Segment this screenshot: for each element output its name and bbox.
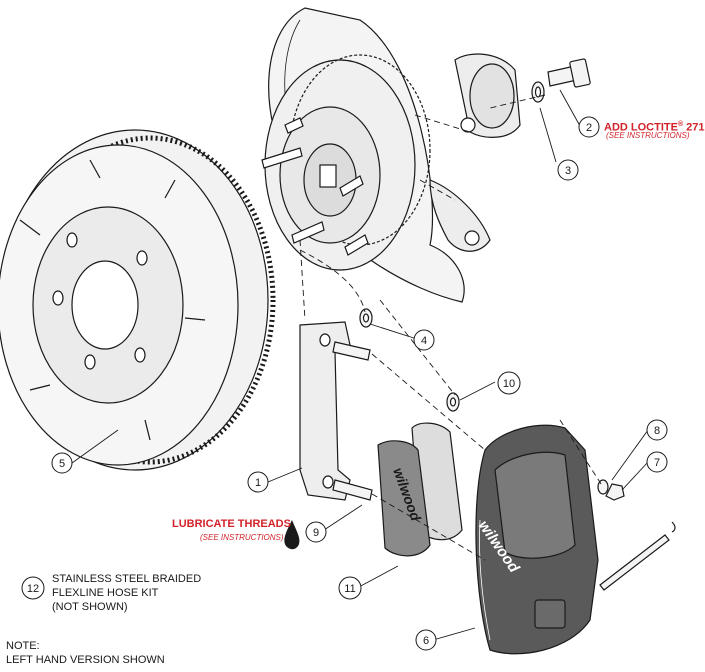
loctite-main-text: ADD LOCTITE — [604, 121, 678, 134]
bracket-bolts — [332, 341, 373, 501]
callout-5-label: 5 — [59, 458, 65, 470]
callout-4-label: 4 — [421, 335, 427, 347]
leader-lines — [71, 89, 649, 641]
callout-10: 10 — [497, 371, 521, 395]
callout-7-label: 7 — [654, 457, 660, 469]
wheel-studs — [261, 117, 369, 256]
callout-12-label: 12 — [27, 583, 39, 595]
washer-4 — [359, 308, 373, 328]
callout-3-label: 3 — [565, 165, 571, 177]
callout-9: 9 — [305, 521, 327, 543]
oil-drop-icon — [284, 520, 300, 550]
callout-7: 7 — [646, 451, 668, 473]
lubricate-see-instructions: (SEE INSTRUCTIONS) — [200, 533, 284, 542]
callout-8-label: 8 — [654, 425, 660, 437]
callout-4: 4 — [413, 329, 435, 351]
hose-kit-line3: (NOT SHOWN) — [52, 601, 128, 613]
callout-9-label: 9 — [313, 527, 319, 539]
registered-mark: ® — [677, 121, 684, 128]
callout-6-label: 6 — [423, 635, 429, 647]
spindle-knuckle — [429, 53, 521, 252]
callout-1: 1 — [247, 471, 269, 493]
callout-12: 12 — [21, 576, 45, 600]
callout-11-label: 11 — [344, 583, 355, 595]
bleeder-nut — [605, 483, 625, 501]
pad-retaining-pin — [599, 521, 676, 591]
hose-kit-line2: FLEXLINE HOSE KIT — [52, 587, 159, 599]
loctite-note: ADD LOCTITE® 271 — [604, 118, 705, 135]
loctite-number: 271 — [683, 121, 705, 134]
brake-caliper: wilwood — [475, 424, 599, 655]
assembly-lines — [299, 94, 604, 561]
note-text: LEFT HAND VERSION SHOWN — [6, 654, 165, 666]
callout-10-label: 10 — [503, 378, 515, 390]
callout-2: 2 — [578, 116, 600, 138]
callout-2-label: 2 — [586, 122, 592, 134]
callout-5: 5 — [51, 452, 73, 474]
caliper-bracket — [299, 321, 351, 501]
loctite-see-instructions: (SEE INSTRUCTIONS) — [606, 131, 690, 140]
brake-rotor — [0, 129, 276, 471]
callout-6: 6 — [415, 629, 437, 651]
hose-kit-line1: STAINLESS STEEL BRAIDED — [52, 573, 202, 585]
washer-10 — [446, 392, 460, 412]
lubricate-threads-note: LUBRICATE THREADS — [172, 518, 291, 530]
callout-3: 3 — [557, 159, 579, 181]
brake-pads: wilwood — [377, 422, 463, 557]
callout-8: 8 — [646, 419, 668, 441]
callout-1-label: 1 — [255, 477, 261, 489]
callout-11: 11 — [338, 576, 362, 600]
mounting-bolt — [547, 58, 591, 88]
note-label: NOTE: — [6, 640, 40, 652]
washer — [531, 81, 545, 103]
hub-assembly — [261, 54, 431, 271]
